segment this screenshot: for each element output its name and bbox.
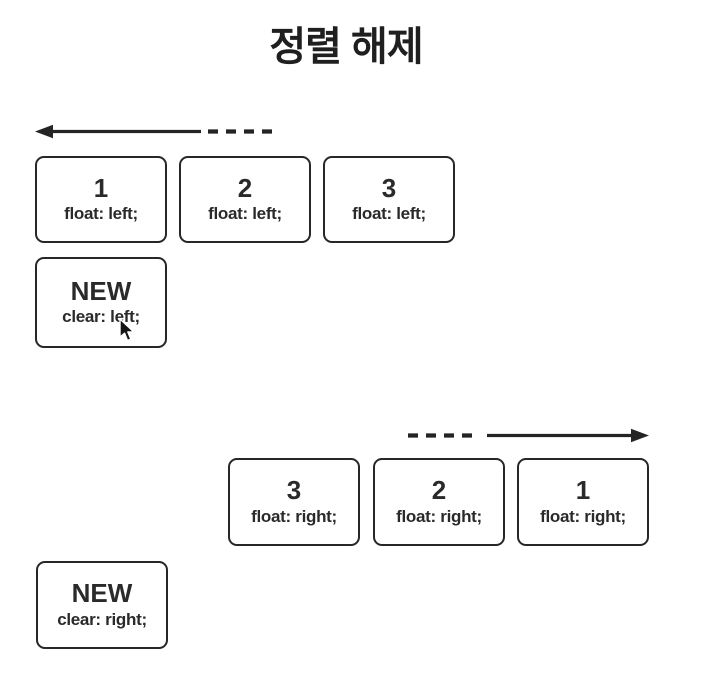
- box-number: 1: [93, 172, 109, 203]
- box-rule: float: left;: [64, 204, 138, 224]
- new-clear-left-box: NEW clear: left;: [35, 257, 167, 348]
- box-number: 1: [575, 475, 591, 506]
- box-rule: float: left;: [352, 204, 426, 224]
- right-arrow-icon: [408, 427, 649, 449]
- box-number: 2: [431, 475, 447, 506]
- box-rule: clear: right;: [57, 609, 147, 629]
- float-right-box-1: 1 float: right;: [517, 458, 649, 546]
- float-left-box-3: 3 float: left;: [323, 156, 455, 243]
- float-right-box-3: 3 float: right;: [228, 458, 360, 546]
- box-number: 2: [237, 172, 253, 203]
- page-title: 정렬 해제: [269, 25, 423, 69]
- box-rule: float: right;: [396, 506, 482, 526]
- box-number: NEW: [70, 275, 132, 306]
- left-arrow-icon: [35, 123, 278, 145]
- float-left-box-1: 1 float: left;: [35, 156, 167, 243]
- mouse-pointer-icon: [118, 318, 136, 349]
- box-rule: float: right;: [251, 506, 337, 526]
- box-rule: float: left;: [208, 204, 282, 224]
- float-left-box-2: 2 float: left;: [179, 156, 311, 243]
- float-right-box-2: 2 float: right;: [373, 458, 505, 546]
- new-clear-right-box: NEW clear: right;: [36, 561, 168, 649]
- box-rule: float: right;: [540, 506, 626, 526]
- box-number: NEW: [71, 578, 133, 609]
- box-number: 3: [381, 172, 397, 203]
- box-number: 3: [286, 475, 302, 506]
